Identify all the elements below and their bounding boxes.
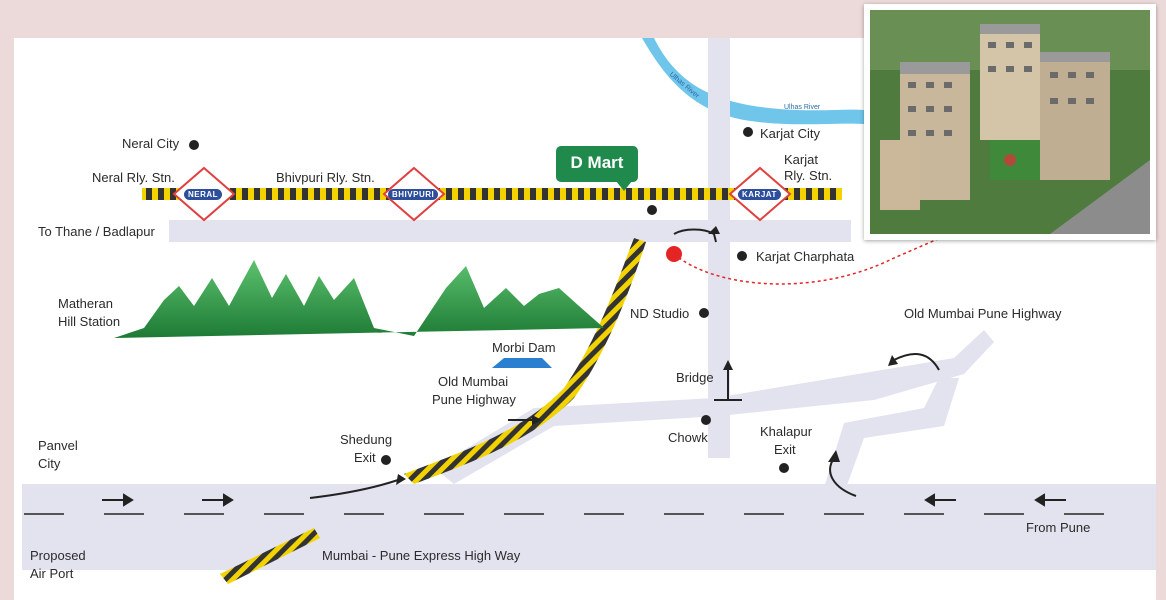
road-direction-arrows — [309, 228, 940, 499]
location-dots — [189, 127, 789, 473]
railway-line — [142, 188, 842, 200]
project-to-photo-dotted-line — [673, 231, 955, 285]
khalapur-label-1: Khalapur — [760, 424, 813, 439]
railway-diagonal — [404, 238, 646, 484]
project-building-illustration — [870, 10, 1150, 234]
panvel-label-2: City — [38, 456, 61, 471]
expressway-arrows — [102, 493, 1066, 507]
bhivpuri-station-label: Bhivpuri Rly. Stn. — [276, 170, 375, 185]
bhivpuri-station-badge: BHIVPURI — [388, 189, 439, 200]
karjat-vertical-road — [708, 38, 730, 458]
thane-road — [169, 220, 851, 242]
river — [642, 38, 864, 125]
karjat-station-label-1: Karjat — [784, 152, 818, 167]
old-highway-right-label: Old Mumbai Pune Highway — [904, 306, 1062, 321]
bridge-label: Bridge — [676, 370, 714, 385]
expressway-label: Mumbai - Pune Express High Way — [322, 548, 521, 563]
airport-label-1: Proposed — [30, 548, 86, 563]
chowk-label: Chowk — [668, 430, 708, 445]
project-location-marker — [666, 246, 682, 262]
neral-station-badge: NERAL — [184, 189, 223, 200]
river-label-2: Ulhas River — [784, 104, 821, 111]
karjat-station-badge: KARJAT — [738, 189, 781, 200]
old-highway-mid-label-2: Pune Highway — [432, 392, 516, 407]
matheran-label-2: Hill Station — [58, 314, 121, 329]
railway-spur — [220, 528, 320, 584]
karjat-station-label-2: Rly. Stn. — [784, 168, 833, 183]
karjat-charphata-label: Karjat Charphata — [756, 249, 855, 264]
old-highway-mid-label-1: Old Mumbai — [438, 374, 509, 389]
airport-label-2: Air Port — [30, 566, 74, 581]
map-canvas — [22, 38, 1156, 584]
to-thane-label: To Thane / Badlapur — [38, 224, 155, 239]
dmart-logo: D Mart — [556, 146, 638, 191]
nd-studio-label: ND Studio — [630, 306, 690, 321]
expressway-road — [22, 484, 1156, 570]
matheran-hills — [114, 260, 604, 338]
shedung-label-2: Exit — [354, 450, 376, 465]
neral-city-label: Neral City — [122, 136, 180, 151]
from-pune-label: From Pune — [1026, 520, 1091, 535]
old-highway-road — [434, 330, 994, 484]
khalapur-link-road — [824, 378, 959, 488]
morbi-dam-label: Morbi Dam — [492, 340, 556, 355]
project-photo — [864, 4, 1156, 240]
khalapur-label-2: Exit — [774, 442, 796, 457]
morbi-dam-icon — [492, 358, 552, 368]
karjat-city-label: Karjat City — [760, 126, 820, 141]
road-direction-arrowheads — [396, 226, 898, 485]
panvel-label-1: Panvel — [38, 438, 78, 453]
neral-station-label: Neral Rly. Stn. — [92, 170, 175, 185]
shedung-label-1: Shedung — [340, 432, 393, 447]
matheran-label-1: Matheran — [58, 296, 113, 311]
